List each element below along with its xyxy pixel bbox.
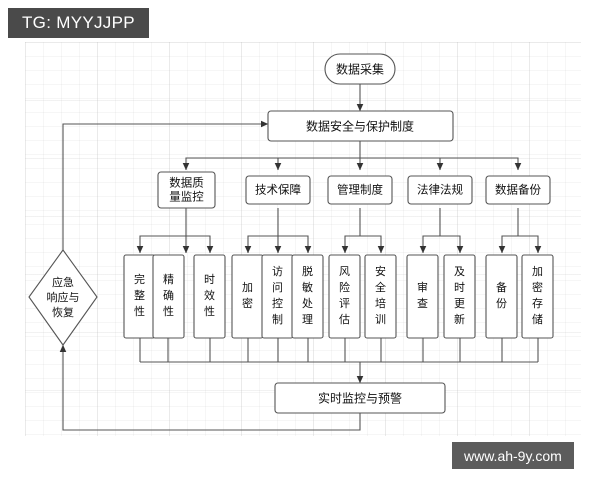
node-leaf-security-training-char-4: 训 [375, 313, 386, 326]
node-leaf-backup-char-2: 份 [496, 297, 507, 310]
watermark-label: www.ah-9y.com [464, 447, 562, 464]
node-leaf-timeliness-char-2: 效 [204, 288, 215, 302]
node-category-tech-guarantee-label: 技术保障 [255, 183, 301, 197]
node-leaf-timeliness-char-1: 时 [204, 273, 215, 286]
node-leaf-access-control-char-2: 问 [272, 281, 283, 294]
node-leaf-accuracy-char-2: 确 [163, 289, 174, 302]
link-cat2-child3 [278, 235, 312, 254]
node-realtime-monitoring[interactable]: 实时监控与预警 [274, 382, 446, 414]
node-leaf-timely-update-char-2: 时 [454, 281, 465, 294]
node-leaf-encrypted-storage[interactable]: 加 密 存 储 [521, 254, 554, 339]
node-leaf-data-masking-char-1: 脱 [302, 264, 313, 278]
node-category-management-system-label: 管理制度 [337, 183, 383, 197]
node-security-policy-label: 数据安全与保护制度 [306, 119, 414, 134]
node-category-data-quality-line-1: 数据质 [169, 176, 204, 190]
link-cat1-child3 [186, 235, 214, 254]
node-leaf-timeliness[interactable]: 时 效 性 [193, 254, 226, 339]
node-emergency-response-line-1: 应急 [52, 275, 74, 289]
node-category-data-backup-label: 数据备份 [495, 183, 541, 197]
node-leaf-integrity-char-2: 整 [134, 288, 145, 302]
link-monitor-to-decision [59, 344, 361, 431]
node-leaf-data-masking-char-3: 处 [302, 297, 313, 310]
link-policy-to-cat-5 [360, 157, 522, 171]
link-decision-to-policy [62, 120, 269, 250]
node-leaf-review-char-2: 查 [417, 296, 428, 310]
node-leaf-timely-update-char-3: 更 [454, 297, 465, 310]
node-category-data-backup[interactable]: 数据备份 [485, 175, 551, 205]
node-leaf-accuracy[interactable]: 精 确 性 [152, 254, 185, 339]
node-leaf-integrity-char-1: 完 [134, 272, 145, 286]
node-leaf-access-control-char-1: 访 [272, 265, 283, 278]
node-leaf-encryption-char-2: 密 [242, 296, 253, 310]
node-leaf-backup[interactable]: 备 份 [485, 254, 518, 339]
node-category-data-quality[interactable]: 数据质 量监控 [157, 171, 216, 209]
node-security-policy[interactable]: 数据安全与保护制度 [267, 110, 454, 142]
node-category-tech-guarantee[interactable]: 技术保障 [245, 175, 311, 205]
graph-paper-grid [25, 42, 581, 436]
node-emergency-response-line-2: 响应与 [47, 290, 80, 304]
node-leaf-encrypted-storage-char-3: 存 [532, 296, 543, 310]
node-leaf-risk-assessment-char-4: 估 [339, 313, 350, 326]
node-leaf-access-control-char-4: 制 [272, 313, 283, 326]
tag-badge: TG: MYYJJPP [8, 8, 149, 38]
node-category-laws-regulations[interactable]: 法律法规 [407, 175, 473, 205]
node-leaf-timely-update[interactable]: 及 时 更 新 [443, 254, 476, 339]
link-cat4-child1 [419, 208, 441, 254]
link-policy-to-cat-1 [182, 141, 361, 171]
node-data-collection[interactable]: 数据采集 [324, 53, 396, 85]
node-leaf-risk-assessment[interactable]: 风 险 评 估 [328, 254, 361, 339]
node-leaf-integrity-char-3: 性 [134, 304, 145, 318]
node-leaf-accuracy-char-1: 精 [163, 273, 174, 286]
watermark: www.ah-9y.com [452, 442, 574, 469]
node-leaf-data-masking-char-4: 理 [302, 313, 313, 326]
tag-badge-label: TG: MYYJJPP [22, 13, 135, 32]
node-category-data-quality-line-2: 量监控 [169, 190, 204, 204]
node-emergency-response-line-3: 恢复 [52, 305, 74, 319]
node-leaf-backup-char-1: 备 [496, 280, 507, 294]
node-leaf-review-char-1: 审 [417, 280, 428, 294]
node-leaf-encryption-char-1: 加 [242, 281, 253, 294]
node-leaf-encrypted-storage-char-1: 加 [532, 265, 543, 278]
node-leaf-security-training-char-2: 全 [375, 280, 386, 294]
connectors [59, 84, 542, 431]
node-leaf-timely-update-char-1: 及 [454, 265, 465, 278]
node-leaf-integrity[interactable]: 完 整 性 [123, 254, 156, 339]
node-leaf-risk-assessment-char-1: 风 [339, 265, 350, 278]
node-leaf-access-control[interactable]: 访 问 控 制 [261, 254, 294, 339]
node-leaf-timeliness-char-3: 性 [204, 304, 215, 318]
link-policy-to-cat-2 [274, 157, 360, 171]
link-cat3-child2 [360, 235, 385, 254]
link-cat5-child2 [518, 235, 542, 254]
node-emergency-response[interactable]: 应急 响应与 恢复 [28, 249, 98, 346]
node-leaf-review[interactable]: 审 查 [406, 254, 439, 339]
link-cat3-child1 [341, 208, 361, 254]
node-category-laws-regulations-label: 法律法规 [417, 183, 463, 197]
node-leaf-risk-assessment-char-3: 评 [339, 297, 350, 310]
link-cat2-child1 [244, 208, 279, 254]
node-leaf-encrypted-storage-char-2: 密 [532, 280, 543, 294]
link-cat4-child2 [440, 235, 464, 254]
link-cat5-child1 [498, 208, 519, 254]
node-leaf-encryption[interactable]: 加 密 [231, 254, 264, 339]
node-realtime-monitoring-label: 实时监控与预警 [318, 391, 402, 406]
node-leaf-timely-update-char-4: 新 [454, 312, 465, 326]
node-leaf-data-masking[interactable]: 脱 敏 处 理 [291, 254, 324, 339]
link-policy-to-cat-4 [360, 157, 444, 171]
node-leaf-security-training[interactable]: 安 全 培 训 [364, 254, 397, 339]
node-leaf-data-masking-char-2: 敏 [302, 280, 313, 294]
node-category-management-system[interactable]: 管理制度 [327, 175, 393, 205]
link-cat1-child1 [136, 208, 187, 254]
node-leaf-accuracy-char-3: 性 [163, 304, 174, 318]
node-leaf-access-control-char-3: 控 [272, 296, 283, 310]
node-leaf-encrypted-storage-char-4: 储 [532, 312, 543, 326]
node-leaf-security-training-char-3: 培 [375, 296, 386, 310]
node-data-collection-label: 数据采集 [336, 62, 384, 77]
node-leaf-risk-assessment-char-2: 险 [339, 280, 350, 294]
node-leaf-security-training-char-1: 安 [375, 264, 386, 278]
